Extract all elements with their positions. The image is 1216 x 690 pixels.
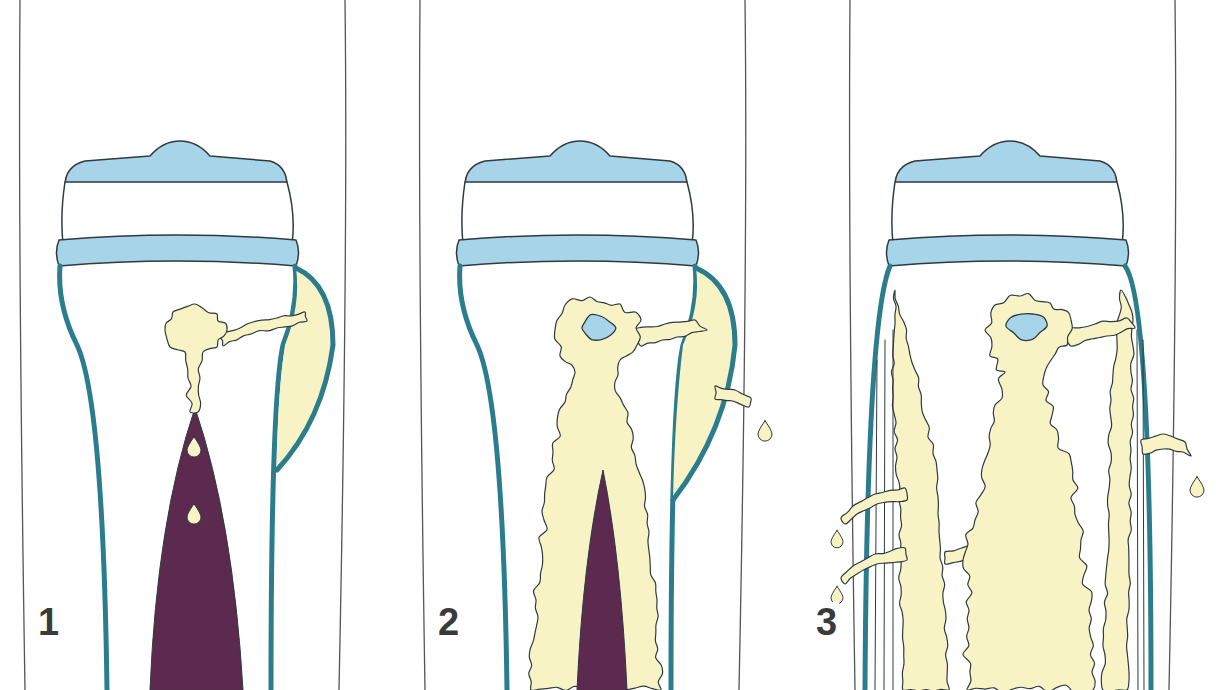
articular-cartilage — [895, 141, 1117, 186]
sequestrum — [1006, 314, 1047, 341]
medullary-cavity — [150, 408, 243, 690]
new-periosteal-bone — [1125, 266, 1151, 690]
callout-number: 2 — [436, 602, 461, 642]
cortex — [460, 266, 507, 690]
sinus-tract — [1141, 434, 1191, 456]
callout-number: 3 — [814, 602, 839, 642]
sinus-tract — [715, 386, 752, 407]
bone-panel — [20, 0, 346, 690]
limb-outline — [339, 0, 346, 690]
periosteum — [277, 268, 333, 470]
limb-outline — [739, 0, 746, 690]
growth-plate — [887, 235, 1129, 266]
growth-plate — [457, 235, 699, 266]
abscess-channel — [220, 312, 307, 346]
spreading-pus — [963, 293, 1095, 690]
new-bone-layer — [875, 360, 877, 690]
abscess-channel — [1063, 318, 1135, 346]
callout-number: 1 — [36, 602, 61, 642]
limb-outline — [20, 0, 25, 690]
periosteum — [673, 268, 735, 500]
pus-drop — [831, 530, 843, 547]
cortex — [60, 266, 107, 690]
limb-outline — [420, 0, 425, 690]
new-bone-layer — [1137, 330, 1138, 690]
sequestrum — [582, 314, 616, 340]
new-bone-layer — [884, 340, 885, 690]
pus-drop — [1190, 477, 1204, 497]
pus-drop — [758, 421, 772, 441]
pus-drop — [187, 437, 201, 457]
growth-plate — [57, 235, 299, 266]
subperiosteal-abscess — [277, 268, 333, 470]
articular-cartilage — [465, 141, 687, 186]
bone-panel — [831, 0, 1204, 690]
sinus-tract — [841, 488, 908, 524]
subperiosteal-abscess — [673, 268, 735, 500]
articular-cartilage — [65, 141, 287, 186]
sinus-tract — [841, 547, 907, 584]
spreading-pus — [529, 297, 663, 690]
new-bone-layer — [893, 330, 894, 690]
new-bone-layer — [1143, 340, 1144, 690]
limb-outline — [850, 0, 855, 690]
new-periosteal-bone — [865, 266, 890, 690]
pus-drop — [187, 504, 201, 524]
metaphyseal-abscess — [165, 304, 227, 413]
involucrum-pus — [1101, 290, 1134, 690]
medullary-cavity — [577, 470, 627, 690]
bone-panel — [420, 0, 772, 690]
abscess-channel — [633, 320, 707, 346]
limb-outline — [1169, 0, 1176, 690]
